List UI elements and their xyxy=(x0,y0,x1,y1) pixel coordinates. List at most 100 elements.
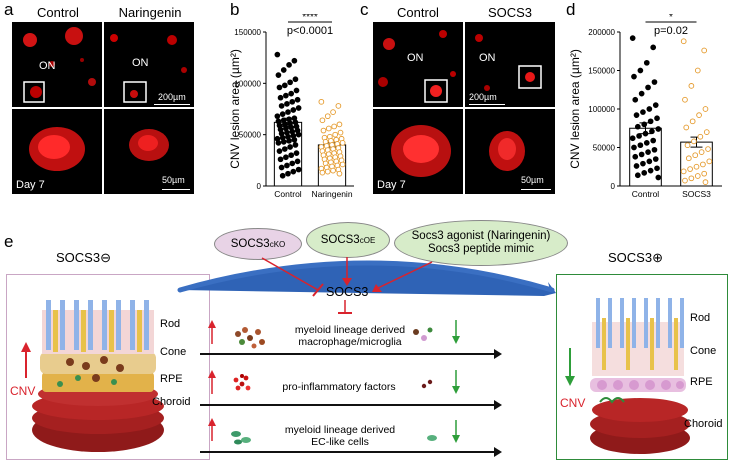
data-point-naringenin xyxy=(319,117,326,124)
ec-like-cells-cluster-icon xyxy=(231,431,251,445)
left-cnv-up-arrow xyxy=(21,342,31,378)
data-point-control xyxy=(637,142,644,149)
data-point-control xyxy=(629,135,636,142)
data-point-socs3 xyxy=(700,161,706,168)
inflammatory-factors-cluster-icon xyxy=(233,374,251,391)
data-point-socs3 xyxy=(702,106,709,112)
data-point-socs3 xyxy=(683,124,690,131)
cko-inhibit-bar xyxy=(312,283,324,297)
data-point-naringenin xyxy=(339,161,346,168)
data-point-control xyxy=(631,144,637,151)
data-point-socs3 xyxy=(694,173,701,179)
optic-nerve-label: ON xyxy=(132,57,149,69)
data-point-control xyxy=(655,174,662,181)
data-point-naringenin xyxy=(330,109,336,115)
left-layer-rpe: RPE xyxy=(160,373,183,385)
data-point-control xyxy=(654,115,660,122)
data-point-control xyxy=(645,84,651,91)
row2-axis-head xyxy=(494,400,502,410)
data-point-control xyxy=(277,156,284,163)
data-point-naringenin xyxy=(318,98,325,105)
data-point-control xyxy=(636,133,642,139)
panel-a-header-naringenin: Naringenin xyxy=(118,5,182,20)
data-point-socs3 xyxy=(684,142,691,149)
macrophage-few-icon xyxy=(413,327,433,341)
data-point-control xyxy=(276,84,283,91)
y-tick-label: 50000 xyxy=(593,144,616,153)
oval-agonist-line2: Socs3 peptide mimic xyxy=(427,243,535,255)
data-point-control xyxy=(654,165,660,172)
data-point-control xyxy=(634,123,641,130)
data-point-control xyxy=(280,139,287,145)
left-cnv-label: CNV xyxy=(10,384,36,398)
row3-axis-head xyxy=(494,447,502,457)
micrograph-a-control-zoom: Day 7 xyxy=(12,109,102,194)
data-point-control xyxy=(290,107,297,113)
data-point-socs3 xyxy=(693,163,700,170)
data-point-control xyxy=(647,167,654,174)
data-point-control xyxy=(293,87,300,94)
socs3-positive-box xyxy=(556,274,728,460)
data-point-control xyxy=(274,51,281,58)
data-point-socs3 xyxy=(687,166,693,172)
significance-stars: * xyxy=(669,14,673,23)
p-value-label: p=0.02 xyxy=(654,25,688,37)
data-point-control xyxy=(295,166,302,173)
blue-transition-arrow xyxy=(180,265,556,296)
data-point-control xyxy=(295,105,302,111)
cko-inhibit-line xyxy=(261,257,319,291)
y-tick-label: 150000 xyxy=(588,67,615,76)
data-point-naringenin xyxy=(336,121,343,128)
data-point-control xyxy=(633,163,640,169)
micrograph-a-control-zoom-art xyxy=(29,127,85,171)
right-layer-choroid: Choroid xyxy=(684,418,723,430)
oval-socs3-coe-text: SOCS3 xyxy=(320,233,360,246)
data-point-control xyxy=(632,96,639,103)
data-point-control xyxy=(641,170,648,176)
panel-a-header-control: Control xyxy=(37,5,79,20)
data-point-control xyxy=(288,90,295,97)
optic-nerve-label: ON xyxy=(407,52,424,64)
micrograph-c-control-zoom: Day 7 xyxy=(373,109,463,194)
row2-label: pro-inflammatory factors xyxy=(282,381,396,393)
data-point-control xyxy=(284,162,290,169)
row3-down-arrow xyxy=(452,420,460,443)
data-point-socs3 xyxy=(703,129,710,135)
data-point-naringenin xyxy=(337,129,344,136)
row2-down-arrow xyxy=(452,370,460,394)
scale-bar-label: 50µm xyxy=(162,175,185,185)
y-tick-label: 150000 xyxy=(234,28,261,37)
data-point-control xyxy=(637,67,644,74)
right-cnv-label: CNV xyxy=(560,396,586,410)
row1-up-arrow xyxy=(208,320,216,344)
data-point-socs3 xyxy=(680,38,687,45)
data-point-socs3 xyxy=(682,177,688,184)
data-point-socs3 xyxy=(692,152,699,159)
oval-socs3-cko-superscript: cKO xyxy=(269,239,286,249)
micrograph-c-socs3-zoom: 50µm xyxy=(465,109,555,194)
row3-label: myeloid lineage derived EC-like cells xyxy=(270,424,410,448)
row3-up-arrow xyxy=(208,418,216,441)
data-point-control xyxy=(293,150,300,156)
micrograph-c-socs3-zoom-art xyxy=(489,131,525,171)
data-point-naringenin xyxy=(332,131,339,138)
data-point-control xyxy=(638,151,645,158)
data-point-control xyxy=(278,103,285,109)
data-point-control xyxy=(279,172,286,179)
day-label: Day 7 xyxy=(377,179,406,191)
data-point-socs3 xyxy=(685,155,692,162)
data-point-control xyxy=(276,148,283,154)
row1-down-arrow xyxy=(452,320,460,344)
data-point-control xyxy=(652,156,659,162)
y-tick-label: 0 xyxy=(611,182,616,191)
chart-d: CNV lesion area (µm²)0500001000001500002… xyxy=(568,14,722,199)
data-point-control xyxy=(281,82,288,89)
y-tick-label: 200000 xyxy=(588,28,615,37)
scale-bar-label: 200µm xyxy=(158,92,186,102)
data-point-control xyxy=(289,160,296,167)
data-point-control xyxy=(629,35,636,42)
micrograph-a-control-overview-art xyxy=(23,27,96,103)
data-point-socs3 xyxy=(688,175,695,182)
right-layer-rod: Rod xyxy=(690,312,711,324)
